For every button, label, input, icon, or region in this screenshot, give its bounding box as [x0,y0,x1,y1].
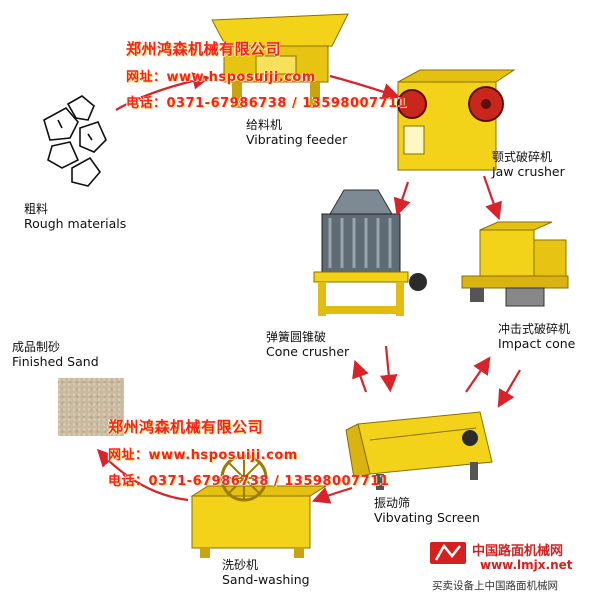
label-impact-zh: 冲击式破碎机 [498,322,571,336]
arrow-screen-to-cone [352,359,369,393]
brand-logo-icon [430,542,466,564]
watermark-company-bottom: 郑州鸿森机械有限公司 [108,418,264,436]
watermark-company-top: 郑州鸿森机械有限公司 [126,40,282,58]
label-sand-zh: 成品制砂 [12,340,61,354]
label-washing-en: Sand-washing [222,572,310,588]
label-cone-crusher: 弹簧圆锥破 Cone crusher [266,330,349,359]
arrow-jaw-to-impact [482,175,502,221]
arrow-jaw-to-cone [393,181,411,217]
label-cone-en: Cone crusher [266,344,350,360]
arrow-feeder-to-jaw [329,74,401,101]
label-screen-zh: 振动筛 [374,496,411,510]
vibrating-screen-icon [345,411,493,490]
watermark-phone-bottom: 电话：0371-67986738 / 13598007711 [108,474,390,489]
watermark-web-bottom: 网址：www.hsposuiji.com [108,448,298,463]
impact-crusher-icon [461,221,569,307]
label-washing-zh: 洗砂机 [222,558,259,572]
label-impact-cone: 冲击式破碎机 Impact cone [498,322,575,351]
label-rough-materials: 粗料 Rough materials [24,202,126,231]
label-rough-zh: 粗料 [24,202,49,216]
label-feeder-zh: 给料机 [246,118,283,132]
label-screen-en: Vibvating Screen [374,510,480,526]
vibrating-feeder-icon [211,13,349,108]
arrow-rough-to-feeder [115,72,211,111]
finished-sand-image [58,378,124,436]
flow-arrows [96,72,521,504]
label-jaw-en: Jaw crusher [492,164,565,180]
watermark-web-top: 网址：www.hsposuiji.com [126,70,316,85]
rough-materials-icon [43,95,107,187]
arrow-cone-to-screen [379,345,398,393]
label-feeder-en: Vibrating feeder [246,132,348,148]
arrow-screen-to-washing [311,486,353,504]
label-sand-en: Finished Sand [12,354,99,370]
jaw-crusher-icon [397,69,516,171]
brand-note: 买卖设备上中国路面机械网 [432,580,558,592]
sand-washing-icon [190,454,328,558]
label-cone-zh: 弹簧圆锥破 [266,330,327,344]
label-vibrating-screen: 振动筛 Vibvating Screen [374,496,480,525]
label-rough-en: Rough materials [24,216,127,232]
label-jaw-crusher: 颚式破碎机 Jaw crusher [492,150,565,179]
watermark-phone-top: 电话：0371-67986738 / 13598007711 [126,96,408,111]
cone-crusher-icon [313,189,427,316]
label-vibrating-feeder: 给料机 Vibrating feeder [246,118,347,147]
arrow-screen-to-impact [465,356,491,393]
brand-url[interactable]: www.lmjx.net [480,558,573,572]
label-jaw-zh: 颚式破碎机 [492,150,553,164]
label-sand-washing: 洗砂机 Sand-washing [222,558,310,587]
brand-name: 中国路面机械网 [472,544,564,559]
label-impact-en: Impact cone [498,336,576,352]
arrow-impact-to-screen [497,369,521,408]
label-finished-sand: 成品制砂 Finished Sand [12,340,99,369]
arrow-washing-to-sand [96,448,189,502]
